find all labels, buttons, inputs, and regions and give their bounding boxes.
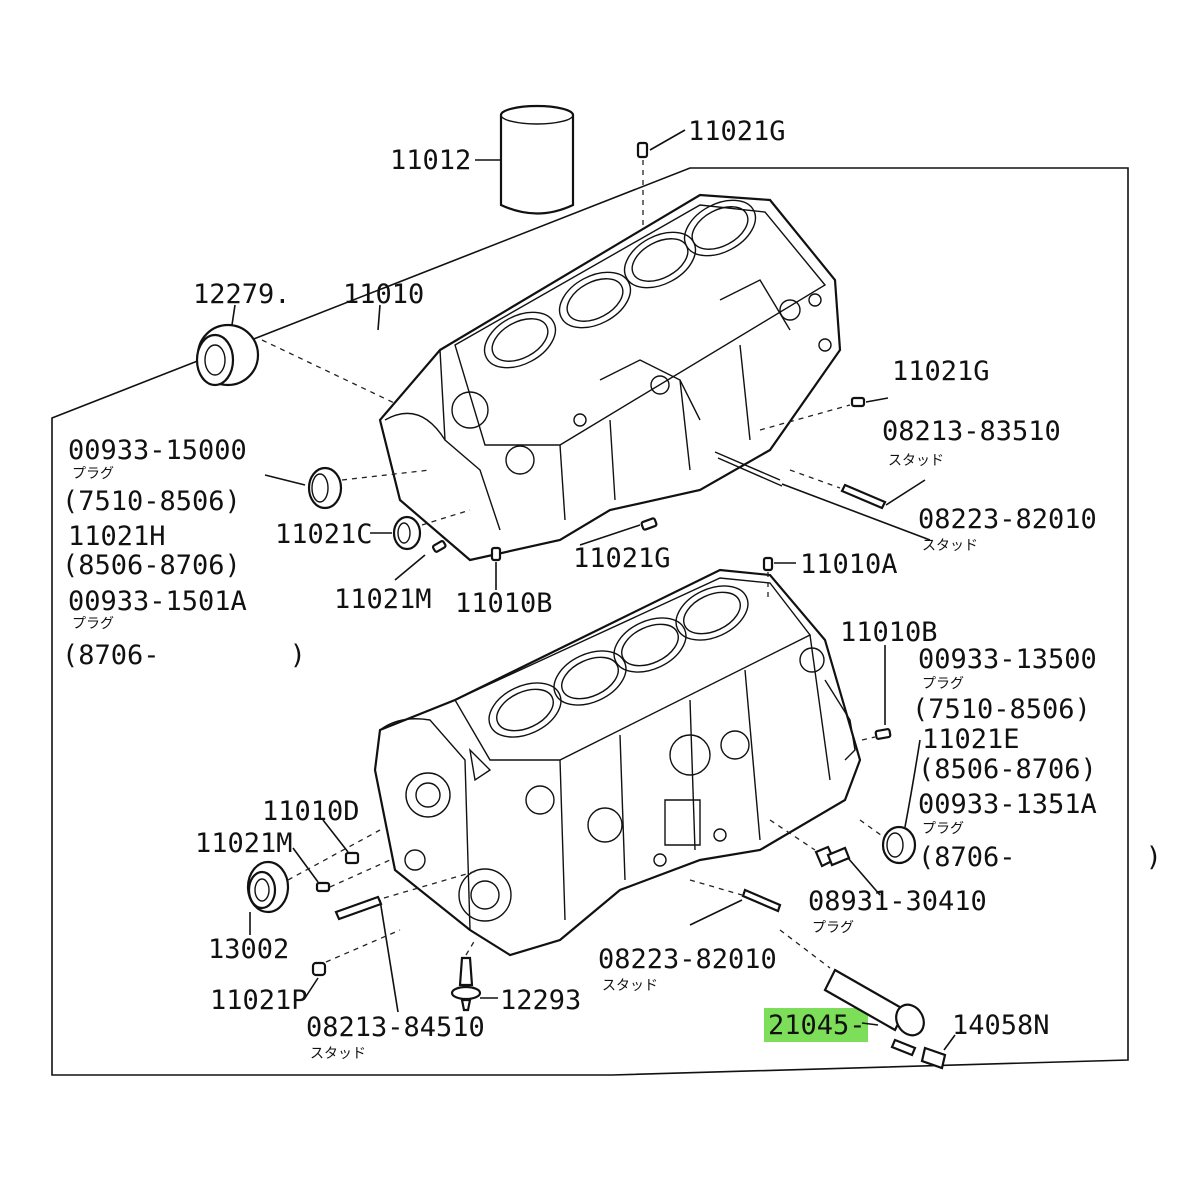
stud-icon (741, 888, 782, 913)
part-note: スタッド (888, 453, 944, 469)
part-label-highlighted: 21045- (768, 1010, 866, 1041)
part-label: 08213-84510 (306, 1012, 485, 1043)
part-label: 11021M (334, 584, 432, 615)
dowel-pin-icon (762, 556, 774, 572)
part-note: プラグ (812, 920, 854, 936)
part-label: (7510-8506) (912, 694, 1091, 725)
part-label: 08213-83510 (882, 416, 1061, 447)
part-note: プラグ (72, 466, 114, 482)
part-label: (8506-8706) (62, 550, 241, 581)
highlight-21045 (764, 1008, 868, 1042)
part-label: (8706- ) (918, 842, 1162, 873)
part-label: 11010D (262, 796, 360, 827)
part-label: 11010B (455, 588, 553, 619)
part-label: 11021G (892, 356, 990, 387)
oil-jet-icon (450, 956, 482, 1012)
part-note: プラグ (72, 616, 114, 632)
part-label: 08223-82010 (918, 504, 1097, 535)
stud-icon (714, 451, 783, 487)
lower-cylinder-block-icon (373, 568, 862, 957)
expansion-plug-icon (881, 825, 917, 865)
dowel-pin-icon (490, 546, 502, 562)
dowel-pin-icon (315, 881, 331, 893)
stud-icon (840, 483, 887, 510)
part-label: 08931-30410 (808, 886, 987, 917)
bearing-icon (246, 860, 290, 914)
part-label: 11021P (210, 985, 308, 1016)
part-label: 11021G (573, 543, 671, 574)
cylinder-liner-icon (499, 104, 575, 215)
part-label: (8506-8706) (918, 754, 1097, 785)
part-label: 11021M (195, 828, 293, 859)
part-note: スタッド (922, 538, 978, 554)
dowel-pin-icon (874, 728, 892, 740)
dowel-pin-icon (636, 141, 649, 159)
stud-icon (334, 895, 383, 921)
diagram-frame (51, 167, 1129, 1076)
part-note: スタッド (310, 1046, 366, 1062)
part-label: 00933-1501A (68, 586, 247, 617)
part-label: 11021E (922, 724, 1020, 755)
part-label: 11010B (840, 617, 938, 648)
part-label: 11010A (800, 549, 898, 580)
oil-pipe-icon (823, 968, 925, 1057)
expansion-plug-icon (307, 466, 343, 510)
part-label: 11021G (688, 116, 786, 147)
dowel-pin-icon (311, 961, 327, 977)
dowel-pin-icon (344, 851, 360, 865)
cap-icon (920, 1046, 947, 1070)
part-label: 11021C (275, 519, 373, 550)
part-label: 00933-15000 (68, 435, 247, 466)
part-label: 14058N (952, 1010, 1050, 1041)
part-label: 11012 (390, 145, 471, 176)
part-label: 00933-13500 (918, 644, 1097, 675)
part-label: 13002 (208, 934, 289, 965)
part-note: プラグ (922, 676, 964, 692)
part-label: (8706- ) (62, 640, 306, 671)
dowel-pin-icon (431, 540, 447, 553)
part-label: 11021H (68, 521, 166, 552)
part-label: 11010 (343, 279, 424, 310)
core-plug-icon (392, 515, 422, 551)
upper-cylinder-block-icon (378, 193, 842, 562)
part-label: 12293 (500, 985, 581, 1016)
drain-plug-icon (814, 845, 851, 868)
part-note: プラグ (922, 821, 964, 837)
part-label: 08223-82010 (598, 944, 777, 975)
part-label: (7510-8506) (62, 486, 241, 517)
oil-seal-icon (195, 323, 260, 387)
part-note: スタッド (602, 978, 658, 994)
dowel-pin-icon (850, 396, 866, 408)
part-label: 00933-1351A (918, 789, 1097, 820)
part-label: 12279. (193, 279, 291, 310)
dowel-pin-icon (640, 517, 658, 531)
